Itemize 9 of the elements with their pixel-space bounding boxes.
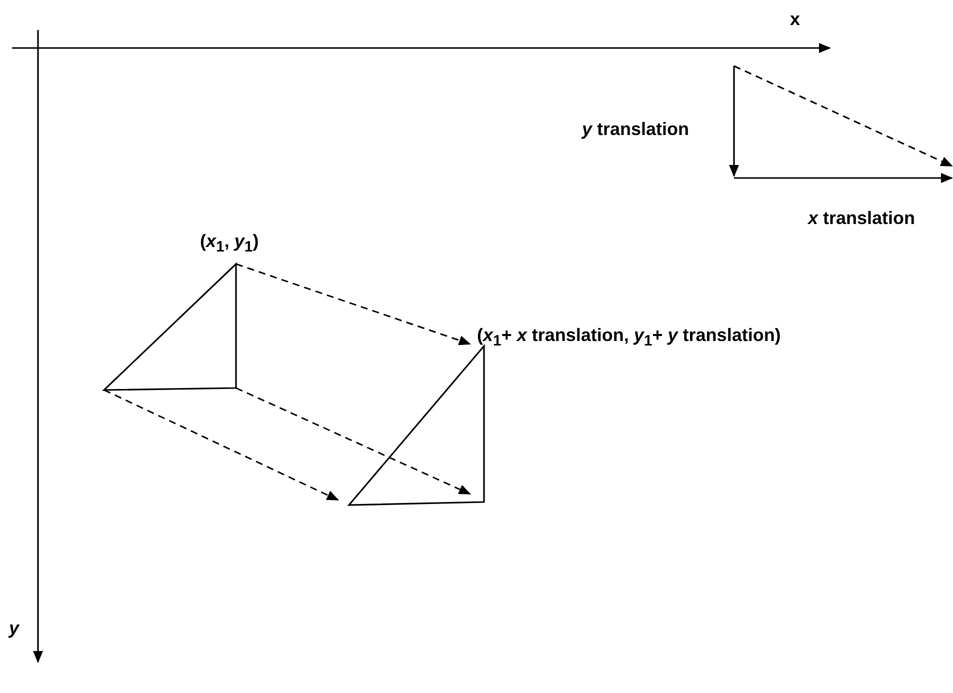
translation-label: y translation xyxy=(582,118,690,140)
axis-label: y xyxy=(9,617,20,639)
dashed-arrow xyxy=(104,389,339,501)
dashed-arrow xyxy=(236,263,471,346)
coordinate-label: (x$_{1}$, y$_{1}$) xyxy=(200,230,259,258)
axis-label: x xyxy=(790,8,800,30)
coordinate-label: (x$_{1}$+ x translation, y$_{1}$+ y translation) xyxy=(477,324,781,352)
translation-label: x translation xyxy=(808,207,916,229)
dashed-arrow xyxy=(236,387,471,495)
